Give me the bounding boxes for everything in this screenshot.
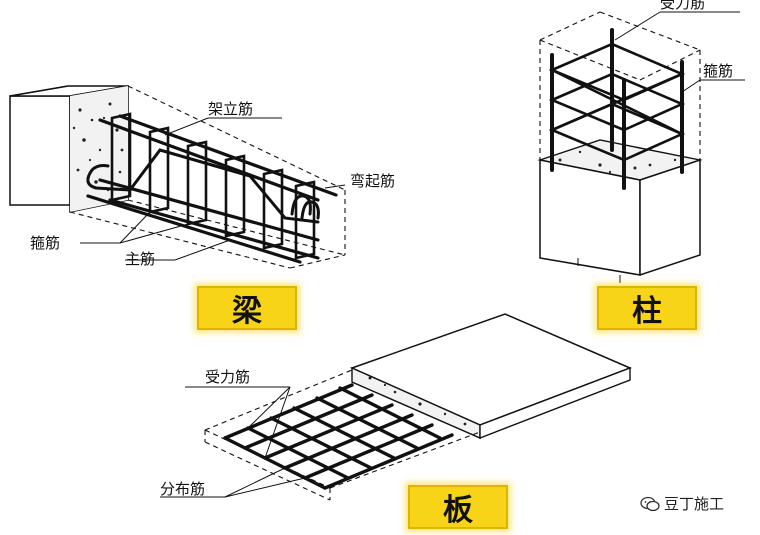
column-badge: 柱 [597,286,697,330]
slab-distribution-bar-label: 分布筋 [160,480,206,498]
slab-diagram [204,313,632,501]
column-diagram [537,11,703,283]
column-stirrup-label: 箍筋 [703,62,734,80]
beam-bent-up-bar-label: 弯起筋 [350,172,396,190]
column-stressed-bar-label: 受力筋 [660,0,706,12]
wechat-icon [640,496,660,511]
beam-stirrup-label: 箍筋 [30,234,61,252]
column-leader-lines [614,11,745,93]
beam-leader-lines [80,117,346,261]
slab-leader-lines [160,386,306,498]
beam-diagram [9,85,346,269]
beam-badge: 梁 [197,286,297,330]
slab-stressed-bar-label: 受力筋 [205,368,251,386]
beam-main-bar-label: 主筋 [125,250,156,268]
slab-badge: 板 [408,485,508,529]
watermark: 豆丁施工 [640,493,724,514]
beam-erecting-bar-label: 架立筋 [208,100,254,118]
watermark-text: 豆丁施工 [664,495,725,513]
